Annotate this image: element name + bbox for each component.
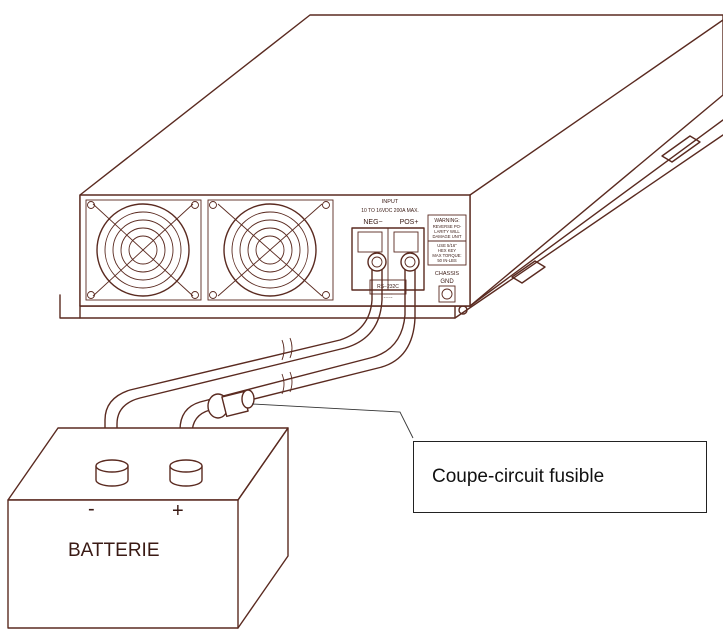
battery	[7, 427, 289, 629]
svg-text:LARITY WILL: LARITY WILL	[434, 229, 460, 234]
fuse-callout-box: Coupe-circuit fusible	[413, 441, 707, 513]
battery-minus-label: -	[88, 498, 95, 520]
inverter-top-edge	[469, 19, 723, 196]
battery-label: BATTERIE	[68, 540, 160, 561]
fuse-callout-label: Coupe-circuit fusible	[432, 466, 605, 487]
flange-side-top	[469, 119, 723, 307]
svg-text:REVERSE PO-: REVERSE PO-	[433, 224, 462, 229]
left-flange	[59, 294, 81, 319]
neg-label: NEG−	[363, 219, 382, 226]
battery-positive-post	[169, 459, 203, 487]
fan-left	[85, 199, 202, 301]
rs232-label: RS−232C	[377, 284, 399, 290]
flange-side	[454, 134, 723, 319]
pos-label: POS+	[400, 219, 419, 226]
svg-text:CHASSIS: CHASSIS	[435, 271, 459, 277]
svg-text:WARNING:: WARNING:	[434, 218, 459, 224]
svg-text:GND: GND	[440, 279, 454, 285]
cables	[104, 252, 420, 459]
svg-text:HEX KEY: HEX KEY	[438, 248, 456, 253]
svg-text:DAMAGE UNIT: DAMAGE UNIT	[432, 234, 462, 239]
battery-plus-label: +	[172, 500, 184, 522]
callout-leader	[251, 403, 414, 439]
fan-right	[207, 199, 334, 301]
flange-slot-1	[661, 135, 701, 163]
chassis-ground: CHASSIS GND	[435, 271, 459, 303]
input-spec: 10 TO 16VDC 200A MAX.	[361, 208, 419, 214]
warning-label: WARNING: REVERSE PO- LARITY WILL DAMAGE …	[427, 214, 467, 266]
input-title: INPUT	[382, 199, 399, 205]
battery-negative-post	[95, 459, 129, 487]
negative-cable	[104, 261, 373, 459]
svg-text:USE 5/16": USE 5/16"	[437, 243, 457, 248]
inverter-unit: INPUT 10 TO 16VDC 200A MAX. NEG− POS+ RS…	[59, 14, 723, 319]
inline-fuse	[207, 389, 255, 419]
flange-front	[79, 305, 456, 319]
flange-slot-2	[511, 260, 546, 284]
svg-text:⁚⁚⁚⁚⁚: ⁚⁚⁚⁚⁚	[383, 293, 393, 300]
svg-text:50 IN-LBS: 50 IN-LBS	[437, 258, 457, 263]
svg-text:MAX TORQUE:: MAX TORQUE:	[432, 253, 461, 258]
positive-cable	[179, 261, 406, 459]
